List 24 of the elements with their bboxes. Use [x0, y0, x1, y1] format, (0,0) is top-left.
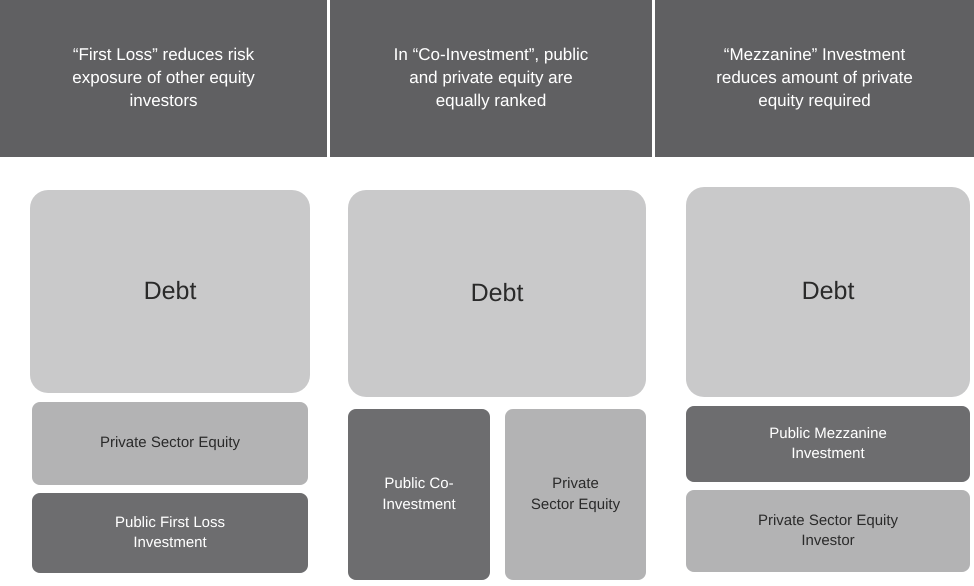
block-label: Debt: [470, 278, 524, 309]
block-label: Debt: [142, 276, 198, 307]
debt-block: [30, 190, 310, 393]
block-label: Debt: [800, 276, 856, 308]
investment-block: [32, 493, 308, 573]
header-text: “First Loss” reduces risk exposure of other equity investors: [71, 44, 256, 112]
block-label: Public Co-Investment: [381, 474, 457, 514]
equity-block: [32, 402, 308, 485]
header-panel: [330, 0, 652, 157]
header-text: “Mezzanine” Investment reduces amount of private equity required: [715, 44, 914, 112]
equity-block: [686, 490, 970, 572]
header-panel: [655, 0, 974, 157]
header-panel: [0, 0, 327, 157]
block-label: Private Sector Equity Investor: [756, 510, 900, 551]
equity-block: [505, 409, 646, 580]
block-label: Private Sector Equity: [530, 474, 620, 514]
block-label: Public Mezzanine Investment: [768, 424, 888, 464]
investment-block: [348, 409, 490, 580]
investment-block: [686, 406, 970, 482]
block-label: Public First Loss Investment: [114, 512, 226, 553]
header-text: In “Co-Investment”, public and private equity are equally ranked: [392, 44, 590, 112]
debt-block: [348, 190, 646, 397]
block-label: Private Sector Equity: [98, 433, 242, 454]
debt-block: [686, 187, 970, 397]
